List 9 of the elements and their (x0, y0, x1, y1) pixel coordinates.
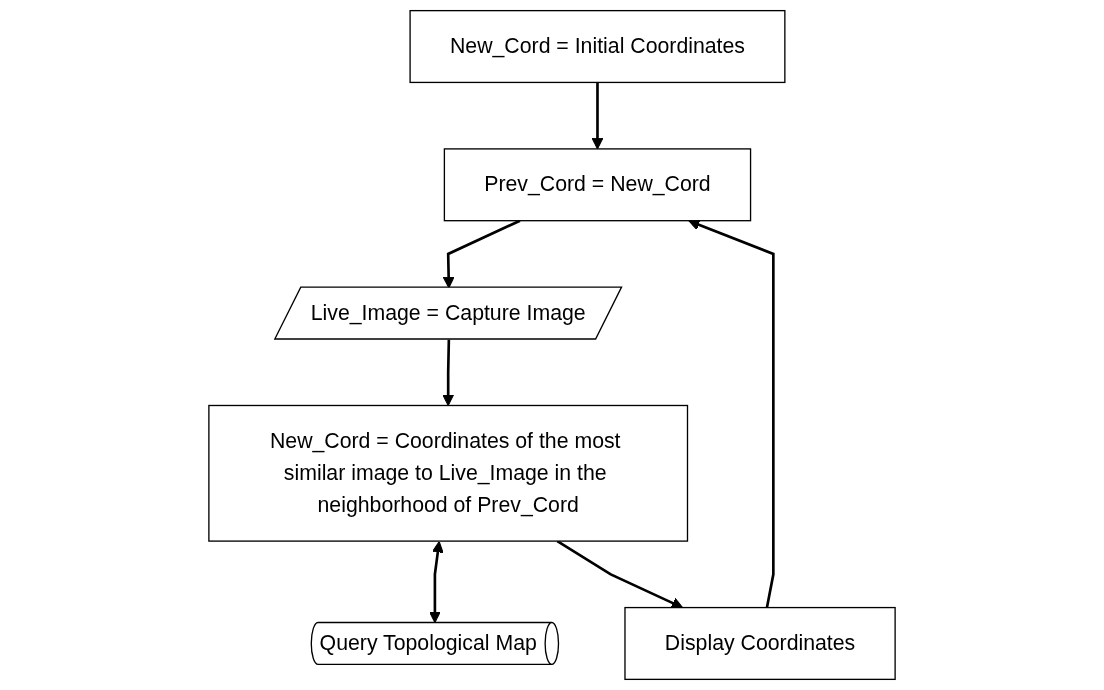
arrow (429, 541, 444, 624)
node-box: New_Cord = Initial Coordinates (409, 9, 786, 84)
node-box: Display Coordinates (624, 606, 896, 681)
arrow (591, 82, 604, 150)
arrow (688, 219, 775, 608)
node-text: Query Topological Map (319, 631, 537, 655)
arrow (442, 339, 455, 406)
node-box: Prev_Cord = New_Cord (443, 148, 752, 222)
node-box: New_Cord = Coordinates of the most similar image to Live_Image in the neighborhood of Prev_Cord (208, 404, 689, 542)
